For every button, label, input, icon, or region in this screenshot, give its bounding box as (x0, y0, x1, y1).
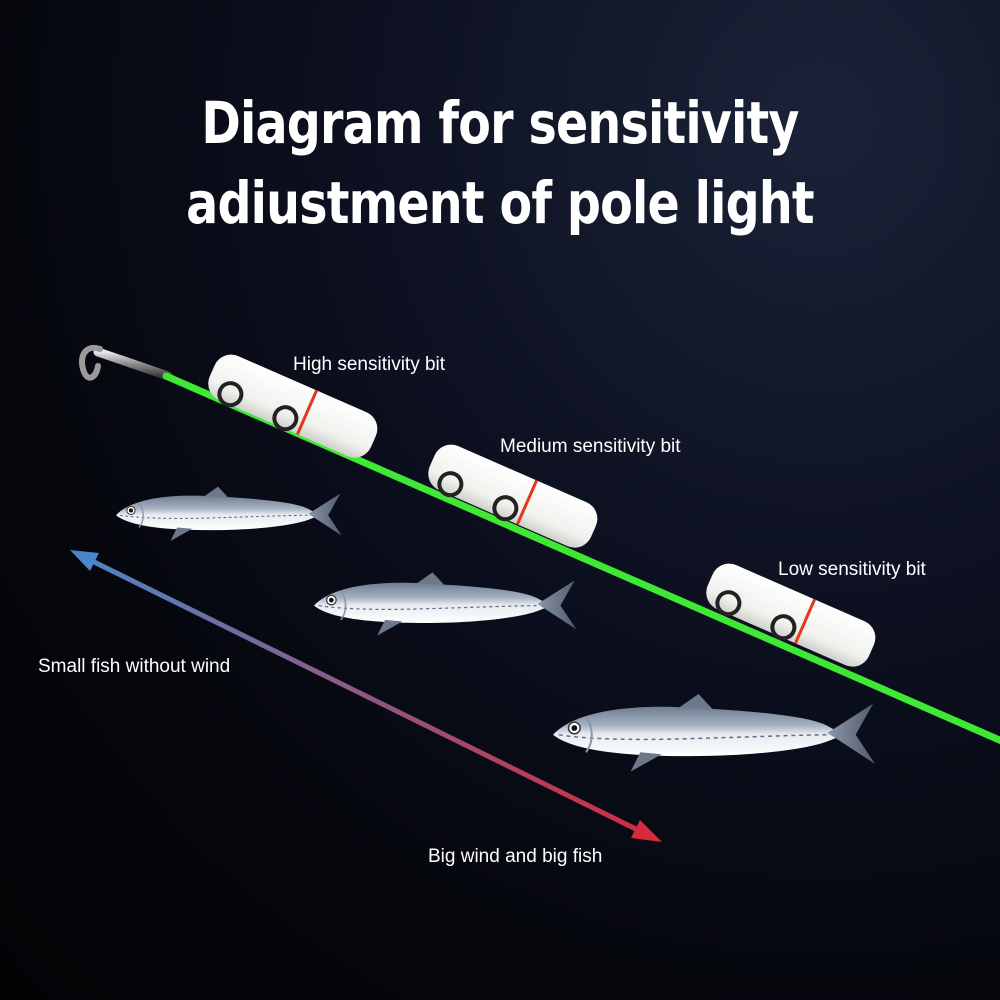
label-big-wind-and-big-fish: Big wind and big fish (428, 846, 603, 867)
float-body (428, 444, 598, 548)
float-clip (272, 405, 299, 432)
float-clip (437, 471, 464, 498)
float-clip (492, 495, 519, 522)
float-high-sensitivity (208, 354, 378, 458)
diagram-title-line-2: adiustment of pole light (186, 169, 814, 237)
float-clip (217, 381, 244, 408)
float-medium-sensitivity (428, 444, 598, 548)
float-band (794, 598, 816, 644)
label-low-sensitivity: Low sensitivity bit (778, 559, 926, 580)
float-body (706, 563, 876, 667)
fish-big (553, 694, 876, 772)
diagram-title-line-1: Diagram for sensitivity (201, 89, 799, 157)
arrow-head-start (70, 550, 99, 571)
pole-tip (79, 344, 173, 381)
label-high-sensitivity: High sensitivity bit (293, 354, 446, 375)
fish-icon (314, 572, 577, 636)
fish-medium (314, 572, 577, 636)
fish-icon (553, 694, 876, 772)
double-arrow (70, 550, 662, 842)
label-small-fish-without-wind: Small fish without wind (38, 656, 231, 677)
float-low-sensitivity (706, 563, 876, 667)
float-band (516, 479, 538, 525)
float-clip (715, 590, 742, 617)
float-band (296, 389, 318, 435)
fish-icon (116, 486, 342, 542)
arrow-head-end (631, 820, 662, 842)
arrow-shaft (82, 554, 648, 837)
float-clip (770, 614, 797, 641)
float-body (208, 354, 378, 458)
label-medium-sensitivity: Medium sensitivity bit (500, 436, 681, 457)
fish-small (116, 486, 342, 542)
